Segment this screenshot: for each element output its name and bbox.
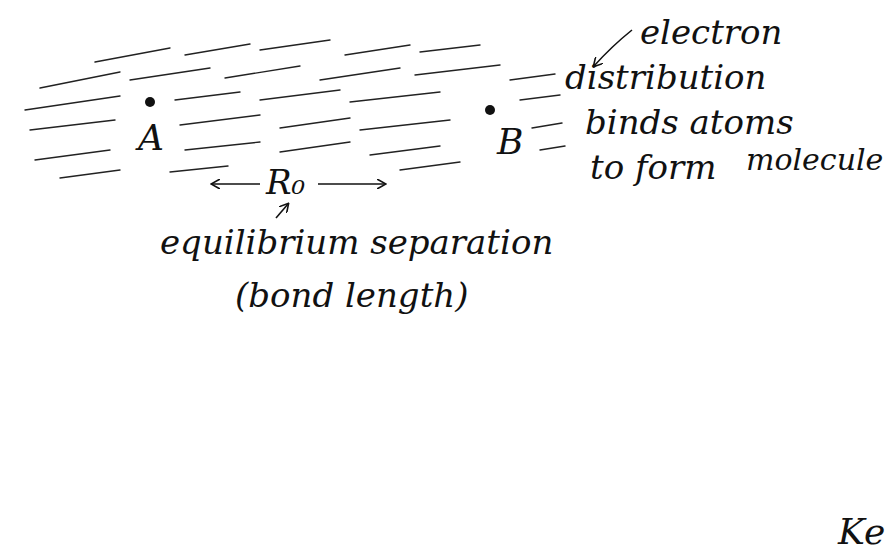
- atom-dot: [145, 97, 155, 107]
- text-line: B: [497, 122, 523, 162]
- annotation-note: electron distribution binds atoms to for…: [565, 12, 883, 187]
- atom-label: A: [138, 118, 164, 158]
- text-line: molecule: [746, 140, 883, 180]
- page-mark: Ke: [838, 512, 885, 552]
- separation-arrow: [212, 183, 260, 185]
- leader-arrow: [276, 204, 288, 218]
- separation-arrow: [318, 183, 385, 185]
- electron-hatching: [25, 40, 565, 178]
- text-line: to form: [590, 147, 717, 187]
- text-line: A: [138, 118, 164, 158]
- annotation-note: equilibrium separation (bond length): [160, 222, 553, 315]
- text-line: electron: [640, 12, 782, 52]
- text-line: distribution: [565, 57, 766, 97]
- text-line: (bond length): [235, 275, 468, 315]
- text-line: equilibrium separation: [160, 222, 553, 262]
- text-line: binds atoms: [585, 102, 794, 142]
- text-line: Ke: [838, 512, 885, 552]
- text-line: R₀: [266, 162, 305, 202]
- dimension-label: R₀: [266, 162, 305, 202]
- atom-label: B: [497, 122, 523, 162]
- atom-dot: [485, 105, 495, 115]
